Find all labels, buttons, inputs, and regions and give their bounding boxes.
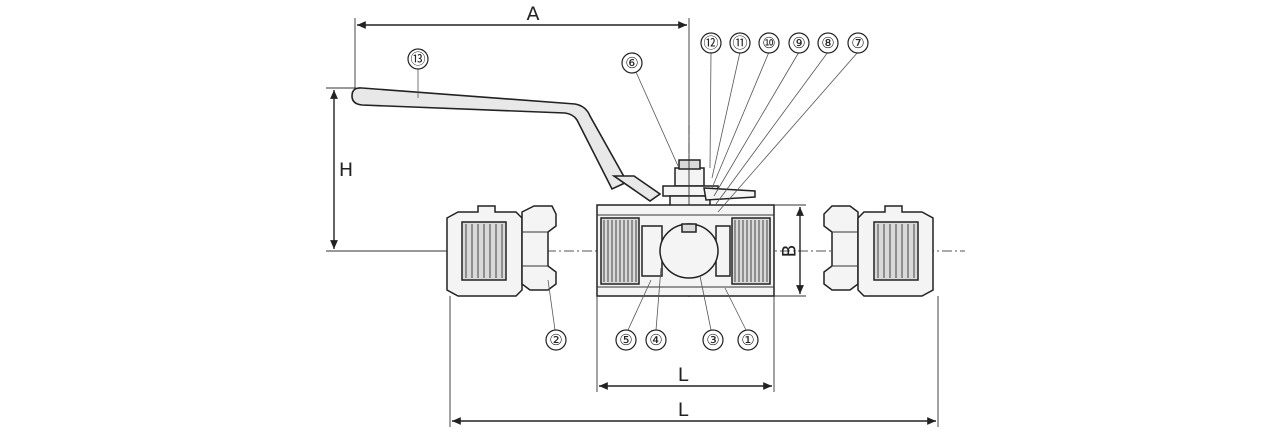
callout-2: ② — [545, 329, 567, 351]
left-thread — [600, 217, 640, 285]
svg-text:④: ④ — [649, 331, 662, 349]
handle-lever — [351, 87, 662, 202]
dimension-a: A — [354, 3, 690, 160]
svg-text:⑪: ⑪ — [732, 34, 747, 52]
dimension-h: H — [326, 87, 446, 252]
callout-10: ⑩ — [758, 32, 780, 54]
dimension-b-label: B — [779, 244, 801, 257]
callout-6: ⑥ — [621, 52, 643, 74]
callout-4: ④ — [645, 329, 667, 351]
callout-12: ⑫ — [700, 32, 722, 54]
callout-3: ③ — [702, 329, 724, 351]
svg-text:⑫: ⑫ — [703, 34, 718, 52]
svg-text:⑨: ⑨ — [792, 34, 805, 52]
svg-text:③: ③ — [706, 331, 719, 349]
callout-8: ⑧ — [817, 32, 839, 54]
valve-body — [596, 204, 775, 297]
svg-text:⑦: ⑦ — [851, 34, 864, 52]
callouts: ⑬ ⑥ ⑫ ⑪ ⑩ ⑨ ⑧ ⑦ — [407, 32, 869, 351]
left-fitting — [446, 205, 557, 297]
svg-text:⑬: ⑬ — [410, 50, 425, 68]
svg-text:⑩: ⑩ — [762, 34, 775, 52]
dimension-l-overall: L — [449, 296, 939, 427]
callout-7: ⑦ — [847, 32, 869, 54]
leader-lines — [417, 51, 859, 331]
dimension-b: B — [774, 204, 806, 297]
callout-9: ⑨ — [788, 32, 810, 54]
callout-13: ⑬ — [407, 48, 429, 70]
callout-1: ① — [737, 329, 759, 351]
right-thread — [731, 217, 771, 285]
dimension-l-body-label: L — [678, 364, 689, 386]
dimension-h-label: H — [339, 159, 353, 181]
dimension-l-body: L — [596, 296, 775, 392]
callout-5: ⑤ — [615, 329, 637, 351]
dimension-a-label: A — [527, 3, 540, 25]
dimension-l-overall-label: L — [678, 399, 689, 421]
svg-text:⑤: ⑤ — [619, 331, 632, 349]
callout-11: ⑪ — [729, 32, 751, 54]
svg-text:⑥: ⑥ — [625, 54, 638, 72]
svg-text:①: ① — [741, 331, 754, 349]
svg-text:⑧: ⑧ — [821, 34, 834, 52]
svg-text:②: ② — [549, 331, 562, 349]
right-fitting — [823, 205, 934, 297]
